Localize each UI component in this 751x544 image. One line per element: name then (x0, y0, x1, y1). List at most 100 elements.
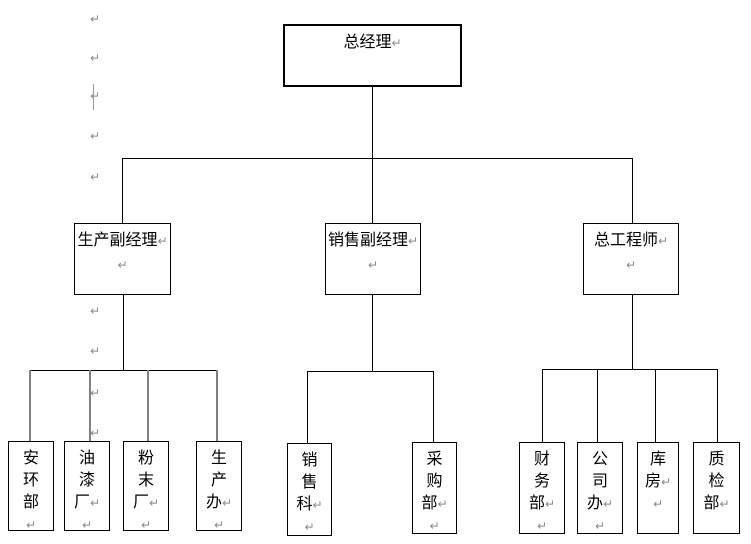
label-char: 库 (649, 451, 666, 468)
pilcrow-icon: ↵ (89, 496, 101, 510)
paragraph-mark: ↵ (90, 386, 101, 400)
label-char: 环 (22, 472, 39, 489)
paragraph-mark: ↵ (90, 89, 101, 103)
connector-engineering-group-vertical (632, 294, 633, 370)
label-char: 房↵ (644, 473, 672, 490)
label-char: 部 (22, 494, 39, 511)
pilcrow-icon: ↵ (660, 475, 672, 489)
box-chief-engineer[interactable]: 总工程师↵ ↵ (583, 223, 679, 295)
paragraph-mark: ↵ (90, 170, 101, 184)
label-char: 安 (22, 450, 39, 467)
empty-line: ↵ (326, 252, 420, 278)
label-char: 油 (78, 450, 95, 467)
pilcrow-icon: ↵ (719, 497, 730, 511)
empty-line: ↵ (584, 252, 678, 278)
empty-line: ↵ (638, 493, 678, 515)
empty-line: ↵ (75, 252, 170, 278)
pilcrow-icon: ↵ (148, 496, 160, 510)
pilcrow-icon: ↵ (602, 497, 614, 511)
label-char: 务 (533, 473, 550, 490)
empty-line: ↵ (124, 514, 168, 536)
box-safety-env-dept[interactable]: 安 环 部 ↵ (8, 441, 54, 532)
pilcrow-icon: ↵ (117, 258, 128, 272)
connector-drop-safety-env-dept (29, 370, 31, 441)
label-char: 厂↵ (132, 494, 160, 511)
label-char: 司 (591, 473, 608, 490)
pilcrow-icon: ↵ (81, 518, 93, 532)
connector-to-production-manager (122, 158, 123, 223)
label-char: 售 (301, 474, 318, 491)
box-purchasing-dept[interactable]: 采 购 部↵ ↵ (412, 442, 457, 534)
label-char: 检 (708, 473, 725, 490)
connector-root-vertical (372, 87, 373, 158)
box-sales-section[interactable]: 销 售 科↵ ↵ (287, 443, 332, 536)
label-char: 销 (301, 452, 318, 469)
box-production-office[interactable]: 生 产 办↵ ↵ (196, 441, 242, 532)
label-char: 部↵ (421, 495, 448, 512)
connector-main-horizontal (122, 158, 633, 159)
connector-to-sales-manager (372, 158, 373, 223)
label-char: 部↵ (703, 495, 730, 512)
box-quality-inspection-dept[interactable]: 质 检 部↵ (693, 442, 740, 534)
empty-line: ↵ (65, 514, 109, 536)
pilcrow-icon: ↵ (594, 519, 606, 533)
paragraph-mark: ↵ (90, 51, 101, 65)
pilcrow-icon: ↵ (657, 234, 669, 248)
pilcrow-icon: ↵ (213, 518, 225, 532)
label-char: 财 (533, 451, 550, 468)
box-warehouse[interactable]: 库 房↵ ↵ (637, 442, 679, 534)
label-char: 公 (591, 451, 608, 468)
empty-line: ↵ (288, 516, 331, 538)
box-label: 销售副经理↵ (327, 232, 419, 249)
pilcrow-icon: ↵ (625, 258, 637, 272)
pilcrow-icon: ↵ (391, 36, 402, 50)
label-char: 科↵ (296, 496, 323, 513)
pilcrow-icon: ↵ (536, 519, 548, 533)
connector-engineering-group-horizontal (542, 369, 718, 370)
pilcrow-icon: ↵ (25, 518, 37, 532)
connector-drop-paint-factory (89, 370, 91, 441)
empty-line: ↵ (197, 514, 241, 536)
connector-drop-quality-inspection (717, 369, 718, 442)
connector-drop-company-office (597, 369, 598, 442)
box-finance-dept[interactable]: 财 务 部↵ ↵ (519, 442, 565, 534)
box-sales-deputy-manager[interactable]: 销售副经理↵ ↵ (325, 223, 421, 295)
label-char: 产 (210, 472, 227, 489)
connector-drop-warehouse (655, 369, 656, 442)
connector-production-group-vertical (123, 294, 124, 371)
paragraph-mark: ↵ (90, 12, 101, 26)
label-char: 厂↵ (73, 494, 101, 511)
pilcrow-icon: ↵ (312, 498, 323, 512)
label-char: 末 (137, 472, 154, 489)
box-paint-factory[interactable]: 油 漆 厂↵ ↵ (64, 441, 110, 532)
box-general-manager[interactable]: 总经理↵ (283, 24, 462, 87)
label-char: 办↵ (586, 495, 614, 512)
text-cursor (93, 84, 94, 110)
box-label: 总经理↵ (343, 34, 402, 51)
pilcrow-icon: ↵ (544, 497, 556, 511)
paragraph-mark: ↵ (90, 129, 101, 143)
label-char: 粉 (137, 450, 154, 467)
connector-drop-powder-factory (147, 370, 149, 441)
pilcrow-icon: ↵ (652, 497, 664, 511)
label-char: 生 (210, 450, 227, 467)
pilcrow-icon: ↵ (221, 496, 233, 510)
empty-line: ↵ (9, 514, 53, 536)
box-label: 总工程师↵ (593, 232, 669, 249)
label-char: 采 (426, 451, 443, 468)
connector-drop-production-office (216, 370, 218, 441)
box-powder-factory[interactable]: 粉 末 厂↵ ↵ (123, 441, 169, 532)
label-char: 部↵ (528, 495, 556, 512)
paragraph-mark: ↵ (90, 426, 101, 440)
connector-production-group-horizontal (29, 370, 218, 371)
pilcrow-icon: ↵ (304, 520, 315, 534)
connector-sales-group-vertical (372, 294, 373, 372)
connector-drop-finance-dept (542, 369, 543, 442)
box-company-office[interactable]: 公 司 办↵ ↵ (577, 442, 623, 534)
box-production-deputy-manager[interactable]: 生产副经理↵ ↵ (74, 223, 171, 295)
pilcrow-icon: ↵ (367, 258, 379, 272)
pilcrow-icon: ↵ (437, 497, 448, 511)
pilcrow-icon: ↵ (140, 518, 152, 532)
label-char: 办↵ (205, 494, 233, 511)
pilcrow-icon: ↵ (429, 519, 440, 533)
